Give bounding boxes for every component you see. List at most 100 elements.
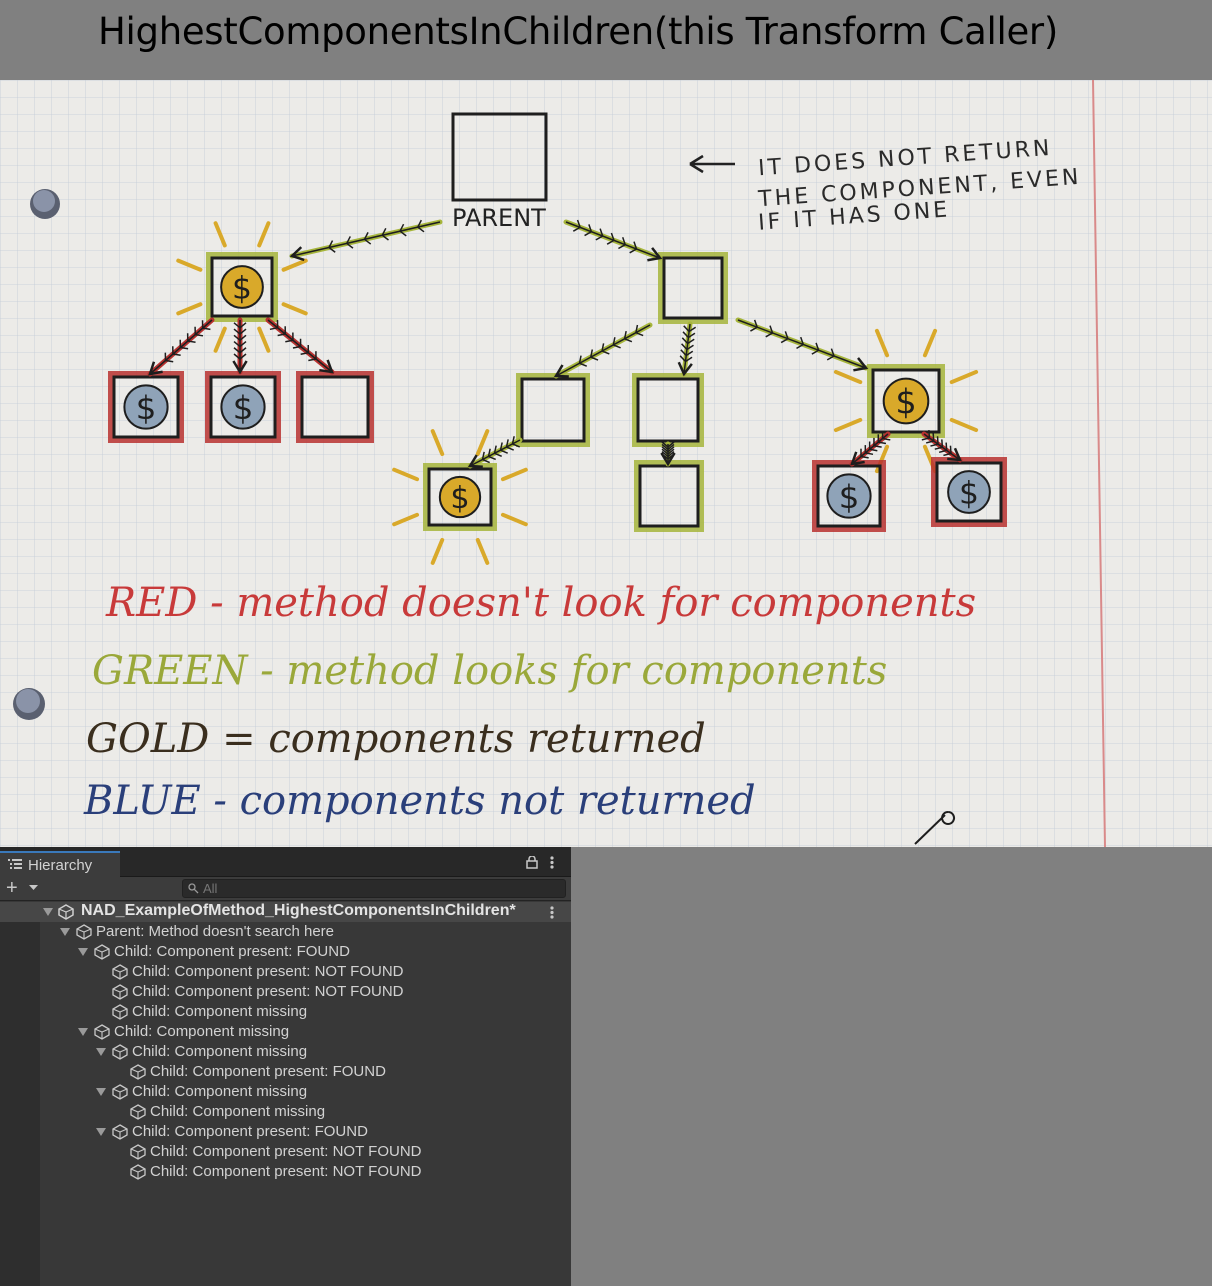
legend-gold: GOLD = components returned	[86, 716, 706, 762]
expand-arrow-icon[interactable]	[96, 1048, 106, 1056]
expand-arrow-icon[interactable]	[43, 908, 53, 916]
search-box[interactable]	[182, 879, 566, 898]
hierarchy-row-label: Child: Component missing	[132, 1083, 308, 1100]
expand-arrow-icon[interactable]	[96, 1128, 106, 1136]
arrow-green	[660, 441, 676, 467]
gameobject-cube-icon	[112, 1044, 128, 1060]
tab-hierarchy[interactable]: Hierarchy	[0, 851, 120, 877]
gold-node: $	[176, 221, 308, 353]
red-node	[296, 371, 374, 443]
kebab-menu-icon[interactable]	[550, 906, 554, 919]
hierarchy-row-label: Child: Component present: FOUND	[132, 1123, 368, 1140]
page-title: HighestComponentsInChildren(this Transfo…	[98, 10, 1058, 53]
gameobject-cube-icon	[130, 1144, 146, 1160]
gameobject-cube-icon	[76, 924, 92, 940]
sun-rays	[392, 429, 528, 565]
hierarchy-row[interactable]: Child: Component missing	[0, 1102, 571, 1122]
title-bar: HighestComponentsInChildren(this Transfo…	[0, 0, 1212, 80]
sun-rays	[833, 328, 979, 474]
hierarchy-toolbar: +	[0, 877, 571, 901]
hierarchy-row[interactable]: Child: Component present: FOUND	[0, 1062, 571, 1082]
blue-node: $	[108, 371, 184, 443]
parent-node	[451, 112, 548, 202]
hierarchy-row-label: Child: Component present: FOUND	[114, 943, 350, 960]
unity-scene-icon	[58, 904, 74, 920]
arrow-green	[553, 322, 653, 379]
gameobject-cube-icon	[94, 1024, 110, 1040]
kebab-menu-icon[interactable]	[550, 856, 554, 869]
chevron-down-icon[interactable]	[29, 885, 38, 891]
legend-blue: BLUE - components not returned	[84, 778, 756, 824]
hierarchy-row-label: Child: Component present: NOT FOUND	[150, 1143, 422, 1160]
arrow-left-icon	[689, 154, 735, 174]
gameobject-cube-icon	[112, 1084, 128, 1100]
sun-rays	[176, 221, 308, 353]
hierarchy-row[interactable]: Child: Component missing	[0, 1002, 571, 1022]
add-button[interactable]: +	[6, 877, 18, 899]
hierarchy-row[interactable]: Child: Component missing	[0, 1042, 571, 1062]
hierarchy-row[interactable]: Child: Component missing	[0, 1082, 571, 1102]
hierarchy-row[interactable]: Child: Component present: FOUND	[0, 942, 571, 962]
hierarchy-row[interactable]: Child: Component present: FOUND	[0, 1122, 571, 1142]
gameobject-cube-icon	[112, 984, 128, 1000]
doodle-mark	[914, 811, 956, 845]
blue-node: $	[205, 371, 281, 443]
diagram-photo: $$$$$$$ PARENT IT DOES NOT RETURN THE CO…	[0, 80, 1212, 847]
arrow-green	[677, 321, 697, 377]
expand-arrow-icon[interactable]	[78, 1028, 88, 1036]
hierarchy-panel: Hierarchy + NAD_ExampleOfMethod_H	[0, 847, 571, 1286]
dollar-icon: $	[232, 270, 252, 306]
dollar-icon: $	[233, 389, 254, 427]
gameobject-cube-icon	[94, 944, 110, 960]
gameobject-cube-icon	[130, 1164, 146, 1180]
lock-icon[interactable]	[526, 856, 538, 869]
hierarchy-row-label: Child: Component missing	[132, 1043, 308, 1060]
hierarchy-tab-bar: Hierarchy	[0, 847, 571, 877]
expand-arrow-icon[interactable]	[96, 1088, 106, 1096]
dollar-icon: $	[450, 481, 469, 516]
scene-row[interactable]: NAD_ExampleOfMethod_HighestComponentsInC…	[0, 902, 571, 922]
hierarchy-row[interactable]: Child: Component present: NOT FOUND	[0, 1162, 571, 1182]
diagram-drawing: $ $ $ $ $ $ $ PARENT	[0, 80, 1212, 847]
dollar-icon: $	[839, 478, 860, 516]
hierarchy-row-label: Child: Component present: NOT FOUND	[132, 983, 404, 1000]
arrow-green	[563, 219, 663, 262]
hierarchy-row[interactable]: Parent: Method doesn't search here	[0, 922, 571, 942]
gameobject-cube-icon	[112, 964, 128, 980]
legend-red: RED - method doesn't look for components	[106, 580, 977, 626]
arrow-red	[265, 317, 335, 375]
hierarchy-row[interactable]: Child: Component present: NOT FOUND	[0, 962, 571, 982]
blue-node: $	[931, 457, 1007, 527]
dollar-icon: $	[895, 382, 916, 421]
arrow-red	[147, 317, 215, 377]
arrow-green	[467, 436, 523, 469]
expand-arrow-icon[interactable]	[78, 948, 88, 956]
hierarchy-row-label: Parent: Method doesn't search here	[96, 923, 335, 940]
gameobject-cube-icon	[130, 1064, 146, 1080]
green-node	[516, 373, 590, 447]
gameobject-cube-icon	[130, 1104, 146, 1120]
scene-name: NAD_ExampleOfMethod_HighestComponentsInC…	[81, 902, 516, 919]
gold-node: $	[392, 429, 528, 565]
dollar-icon: $	[959, 475, 979, 511]
hierarchy-gutter	[0, 902, 40, 1286]
hierarchy-row-label: Child: Component missing	[114, 1023, 290, 1040]
hierarchy-row[interactable]: Child: Component missing	[0, 1022, 571, 1042]
parent-label: PARENT	[452, 204, 546, 232]
arrow-red	[921, 430, 963, 463]
hierarchy-row-label: Child: Component present: NOT FOUND	[150, 1163, 422, 1180]
blue-node: $	[812, 460, 886, 532]
hierarchy-row[interactable]: Child: Component present: NOT FOUND	[0, 1142, 571, 1162]
search-input[interactable]	[203, 880, 553, 897]
hierarchy-row-label: Child: Component present: NOT FOUND	[132, 963, 404, 980]
green-node	[658, 252, 728, 324]
expand-arrow-icon[interactable]	[60, 928, 70, 936]
arrow-red	[232, 317, 248, 375]
arrow-red	[849, 430, 891, 467]
gameobject-cube-icon	[112, 1004, 128, 1020]
hierarchy-row[interactable]: Child: Component present: NOT FOUND	[0, 982, 571, 1002]
dollar-icon: $	[136, 389, 157, 427]
hierarchy-row-label: Child: Component present: FOUND	[150, 1063, 386, 1080]
search-icon	[188, 883, 199, 894]
gameobject-cube-icon	[112, 1124, 128, 1140]
